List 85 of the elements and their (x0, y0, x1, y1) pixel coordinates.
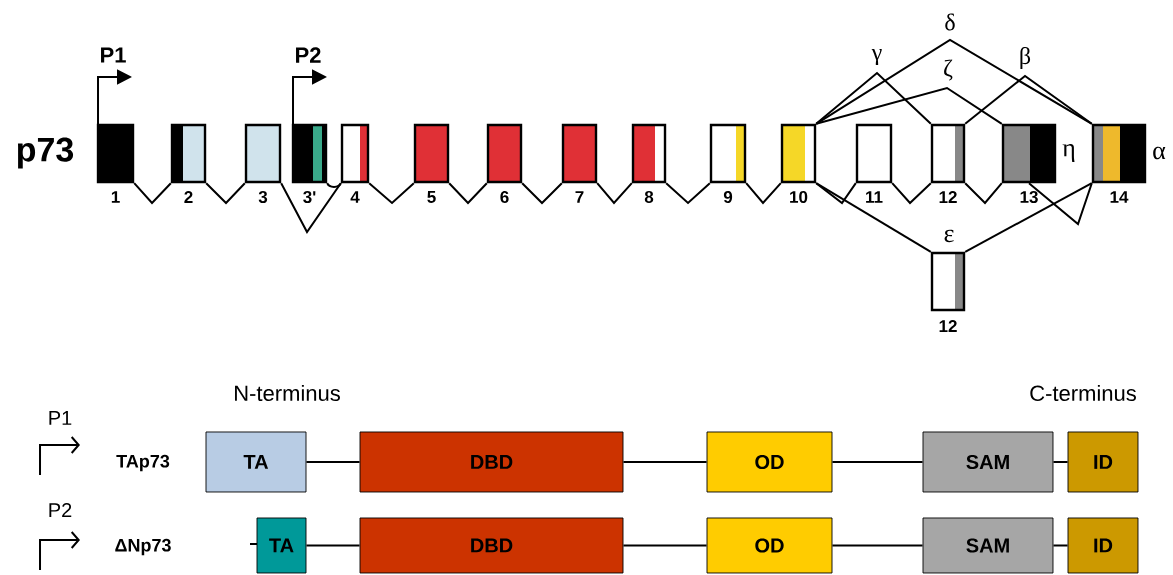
domain-box: OD (706, 517, 833, 574)
exon-number: 1 (111, 191, 120, 203)
domain-box: SAM (922, 431, 1054, 493)
exon-number: 8 (644, 191, 654, 203)
isoform-label: TAp73 (116, 454, 170, 472)
exon-number: 2 (184, 191, 193, 203)
isoform-label: ΔNp73 (115, 538, 171, 556)
edge-label: γ (870, 47, 884, 67)
terminus-label: N-terminus (235, 384, 340, 402)
isoform-label: ε (944, 229, 954, 243)
splice-line (665, 182, 711, 205)
exon-number: 10 (790, 191, 808, 203)
domain-box: ID (1067, 431, 1139, 493)
splice-line (521, 182, 563, 205)
linker-line (831, 461, 924, 463)
splice-line (891, 182, 932, 205)
domain-box: SAM (922, 517, 1054, 574)
linker-line (1052, 461, 1069, 463)
linker-line (1052, 544, 1069, 547)
exon-number: 3' (303, 190, 316, 203)
exon-number: 7 (575, 191, 584, 203)
domain-box: ID (1067, 517, 1139, 574)
splice-line (133, 182, 172, 205)
splice-line (815, 71, 932, 125)
exon-box (930, 123, 966, 184)
exon-number: 5 (427, 191, 436, 203)
splice-line (368, 182, 415, 205)
exon-box (780, 123, 817, 184)
edge-label: ζ (942, 58, 954, 82)
domain-box: DBD (359, 517, 624, 574)
promoter-label: P1 (101, 47, 126, 63)
linker-line (622, 461, 708, 463)
exon-box (486, 123, 523, 184)
exon-number: 11 (866, 191, 883, 203)
terminus-label: C-terminus (1030, 384, 1136, 402)
exon-box (340, 123, 370, 184)
exon-box (930, 251, 966, 312)
promoter-label: P1 (49, 411, 72, 425)
splice-line (964, 182, 1003, 205)
exon-box (561, 123, 598, 184)
isoform-label: α (1153, 146, 1166, 160)
promoter-label: P2 (296, 47, 321, 63)
exon-box (855, 123, 893, 184)
exon-box (709, 123, 747, 184)
exon-number: 12 (939, 191, 957, 203)
exon-number: 4 (350, 191, 360, 203)
exon-number: 12 (939, 320, 957, 332)
splice-line (280, 182, 342, 234)
splice-line (964, 74, 1093, 125)
linker-line (305, 544, 361, 547)
exon-box (631, 123, 667, 184)
domain-box: TA (256, 517, 307, 574)
edge-label: δ (943, 12, 957, 32)
linker-line (622, 544, 708, 547)
exon-box (1001, 123, 1057, 184)
splice-line (815, 38, 1093, 125)
splice-line (815, 182, 932, 253)
splice-line (964, 182, 1093, 253)
exon-box (170, 123, 207, 184)
domain-box: DBD (359, 431, 624, 493)
splice-line (745, 182, 782, 205)
exon-box (244, 123, 282, 184)
isoform-label: η (1062, 144, 1075, 162)
exon-box (413, 123, 450, 184)
splice-line (815, 86, 1003, 125)
promoter-label: P2 (49, 503, 72, 517)
exon-box (96, 123, 135, 184)
linker-line (831, 544, 924, 547)
splice-line (596, 182, 633, 205)
exon-number: 13 (1020, 190, 1038, 203)
exon-number: 9 (723, 191, 733, 203)
splice-line (205, 182, 246, 205)
exon-box (291, 123, 328, 184)
edge-label: β (1017, 46, 1033, 70)
domain-box: OD (706, 431, 833, 493)
exon-number: 6 (500, 191, 509, 203)
domain-box: TA (205, 431, 307, 493)
exon-number: 3 (258, 190, 268, 203)
exon-number: 14 (1110, 191, 1129, 203)
exon-box (1091, 123, 1147, 184)
linker-line (305, 461, 361, 463)
splice-line (448, 182, 488, 205)
splice-line (326, 182, 342, 188)
splice-line (1028, 182, 1093, 226)
gene-label: p73 (17, 137, 74, 169)
